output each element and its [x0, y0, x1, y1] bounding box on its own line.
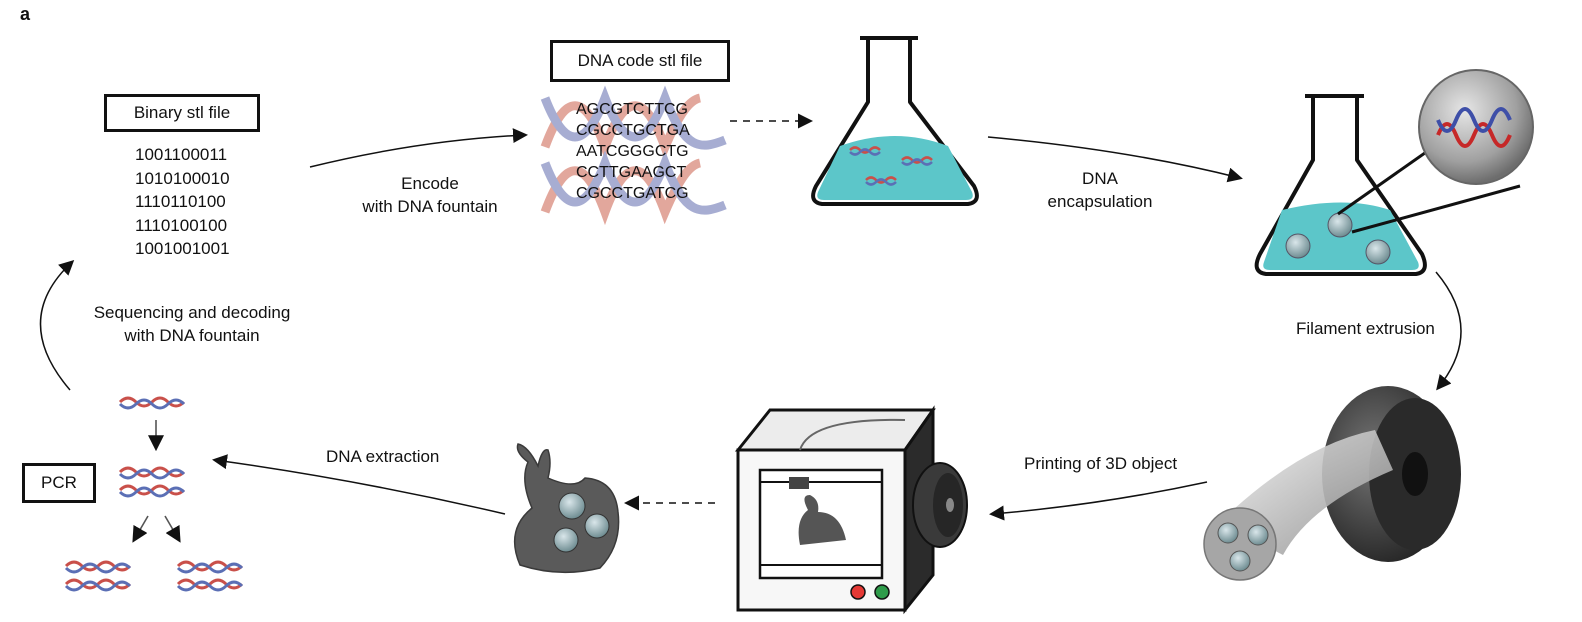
- flask-2-icon: [1254, 69, 1534, 276]
- arrow-extraction: [212, 454, 506, 515]
- seq-line-2: with DNA fountain: [124, 326, 260, 345]
- extraction-step-label: DNA extraction: [326, 447, 440, 466]
- arrow-pcr-left: [132, 515, 149, 543]
- binary-line: 1110100100: [135, 215, 228, 235]
- binary-code-block: 1001100011 1010100010 1110110100 1110100…: [135, 143, 230, 261]
- panel-letter: a: [20, 4, 31, 24]
- dna-sequence-line: CGCCTGATCG: [576, 185, 689, 202]
- encap-line-2: encapsulation: [1047, 192, 1153, 211]
- dna-sequence-line: AGCGTCTTCG: [576, 101, 688, 118]
- encode-step-label: Encode with DNA fountain: [340, 172, 520, 218]
- arrow-pcr-right: [164, 515, 181, 543]
- arrow-encapsulation: [987, 136, 1243, 183]
- binary-line: 1001001001: [135, 239, 230, 258]
- pcr-dna-strands: [64, 396, 244, 592]
- dna-sequence-line: AATCGGGCTG: [576, 143, 689, 160]
- sequencing-step-label: Sequencing and decoding with DNA fountai…: [72, 301, 312, 347]
- seq-line-1: Sequencing and decoding: [93, 303, 291, 322]
- binary-stl-label: Binary stl file: [133, 103, 231, 122]
- binary-line: 1010100010: [135, 168, 230, 188]
- pcr-label: PCR: [41, 473, 77, 492]
- encapsulation-step-label: DNA encapsulation: [1030, 167, 1170, 213]
- bunny-object-icon: [513, 443, 620, 574]
- dna-sequence-line: CGCCTGCTGA: [576, 122, 690, 139]
- binary-line: 1110110100: [135, 192, 226, 211]
- printing-step-label: Printing of 3D object: [1024, 454, 1178, 473]
- dna-sequence-block: AGCGTCTTCG CGCCTGCTGA AATCGGGCTG CCTTGAA…: [576, 99, 690, 204]
- pcr-box: PCR: [22, 463, 96, 503]
- dna-code-box: DNA code stl file: [550, 40, 730, 82]
- encap-line-1: DNA: [1082, 169, 1118, 188]
- encode-line-2: with DNA fountain: [362, 197, 498, 216]
- dna-helix-graphic: [540, 85, 727, 226]
- dna-sequence-line: CCTTGAAGCT: [576, 164, 687, 181]
- arrow-sequencing: [39, 259, 75, 391]
- arrow-filament: [1435, 271, 1462, 391]
- filament-spool-icon: [1203, 386, 1461, 581]
- filament-step-label: Filament extrusion: [1296, 319, 1435, 338]
- arrow-encode: [309, 128, 528, 168]
- 3d-printer-icon: [734, 405, 968, 615]
- dna-code-label: DNA code stl file: [577, 51, 703, 70]
- encode-line-1: Encode: [401, 174, 459, 193]
- binary-line: 1001100011: [135, 145, 228, 164]
- arrow-printing: [989, 481, 1208, 521]
- flask-1-icon: [811, 36, 979, 206]
- binary-stl-box: Binary stl file: [104, 94, 260, 132]
